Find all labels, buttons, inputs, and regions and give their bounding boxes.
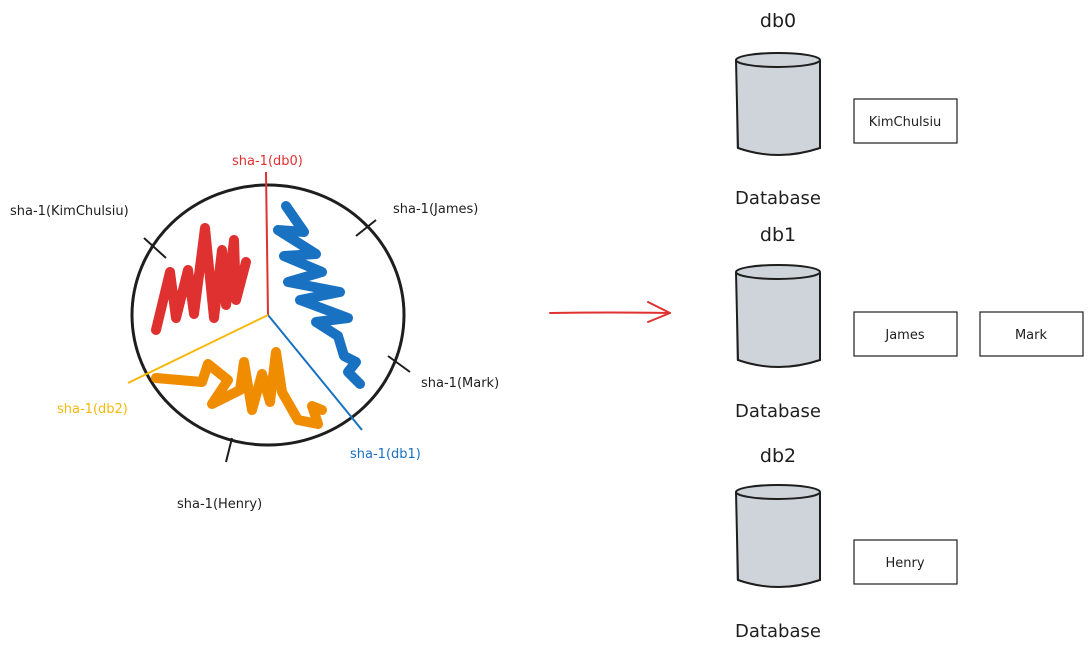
james-tick <box>355 219 377 237</box>
arrow-head <box>647 301 671 323</box>
james-key-label: sha-1(James) <box>393 202 478 217</box>
kimchulsiu-key-label: sha-1(KimChulsiu) <box>10 204 129 219</box>
mark-tick <box>387 355 411 373</box>
database-cylinder-icon <box>735 264 821 368</box>
database-cylinder-icon <box>735 484 821 588</box>
db1-key-box-james: James <box>853 311 958 357</box>
key-box-label: Mark <box>1015 328 1048 343</box>
db1-title: db1 <box>760 224 796 246</box>
db2-node-label: sha-1(db2) <box>57 402 128 417</box>
db2-region-scribble <box>151 347 327 429</box>
db0-caption: Database <box>735 188 821 209</box>
mapping-arrow <box>549 301 671 323</box>
database-db2: db2 Database Henry <box>735 445 958 642</box>
db0-key-box-kimchulsiu: KimChulsiu <box>853 98 958 144</box>
db1-divider-line <box>267 314 363 431</box>
db2-divider-line <box>127 314 269 384</box>
db2-caption: Database <box>735 621 821 642</box>
hash-ring: sha-1(db0) sha-1(db1) sha-1(db2) sha-1(K… <box>10 154 499 512</box>
database-db1: db1 Database James Mark <box>735 224 1084 422</box>
db1-node-label: sha-1(db1) <box>350 447 421 462</box>
db1-key-box-mark: Mark <box>979 311 1084 357</box>
database-cylinder-icon <box>735 52 821 156</box>
ring-circle <box>130 183 406 447</box>
database-db0: db0 Database KimChulsiu <box>735 10 958 209</box>
mark-key-label: sha-1(Mark) <box>421 376 499 391</box>
db0-node-label: sha-1(db0) <box>232 154 303 169</box>
db1-region-scribble <box>273 201 365 389</box>
henry-tick <box>225 437 233 463</box>
henry-key-label: sha-1(Henry) <box>177 497 262 512</box>
db0-divider-line <box>265 171 269 316</box>
key-box-label: James <box>884 328 924 343</box>
db2-title: db2 <box>760 445 796 467</box>
kimchulsiu-tick <box>143 237 167 259</box>
key-box-label: Henry <box>885 556 924 571</box>
arrow-shaft <box>549 311 671 314</box>
db0-title: db0 <box>760 10 796 32</box>
key-box-label: KimChulsiu <box>869 115 942 130</box>
db1-caption: Database <box>735 401 821 422</box>
db2-key-box-henry: Henry <box>853 539 958 585</box>
db0-region-scribble <box>151 223 251 335</box>
